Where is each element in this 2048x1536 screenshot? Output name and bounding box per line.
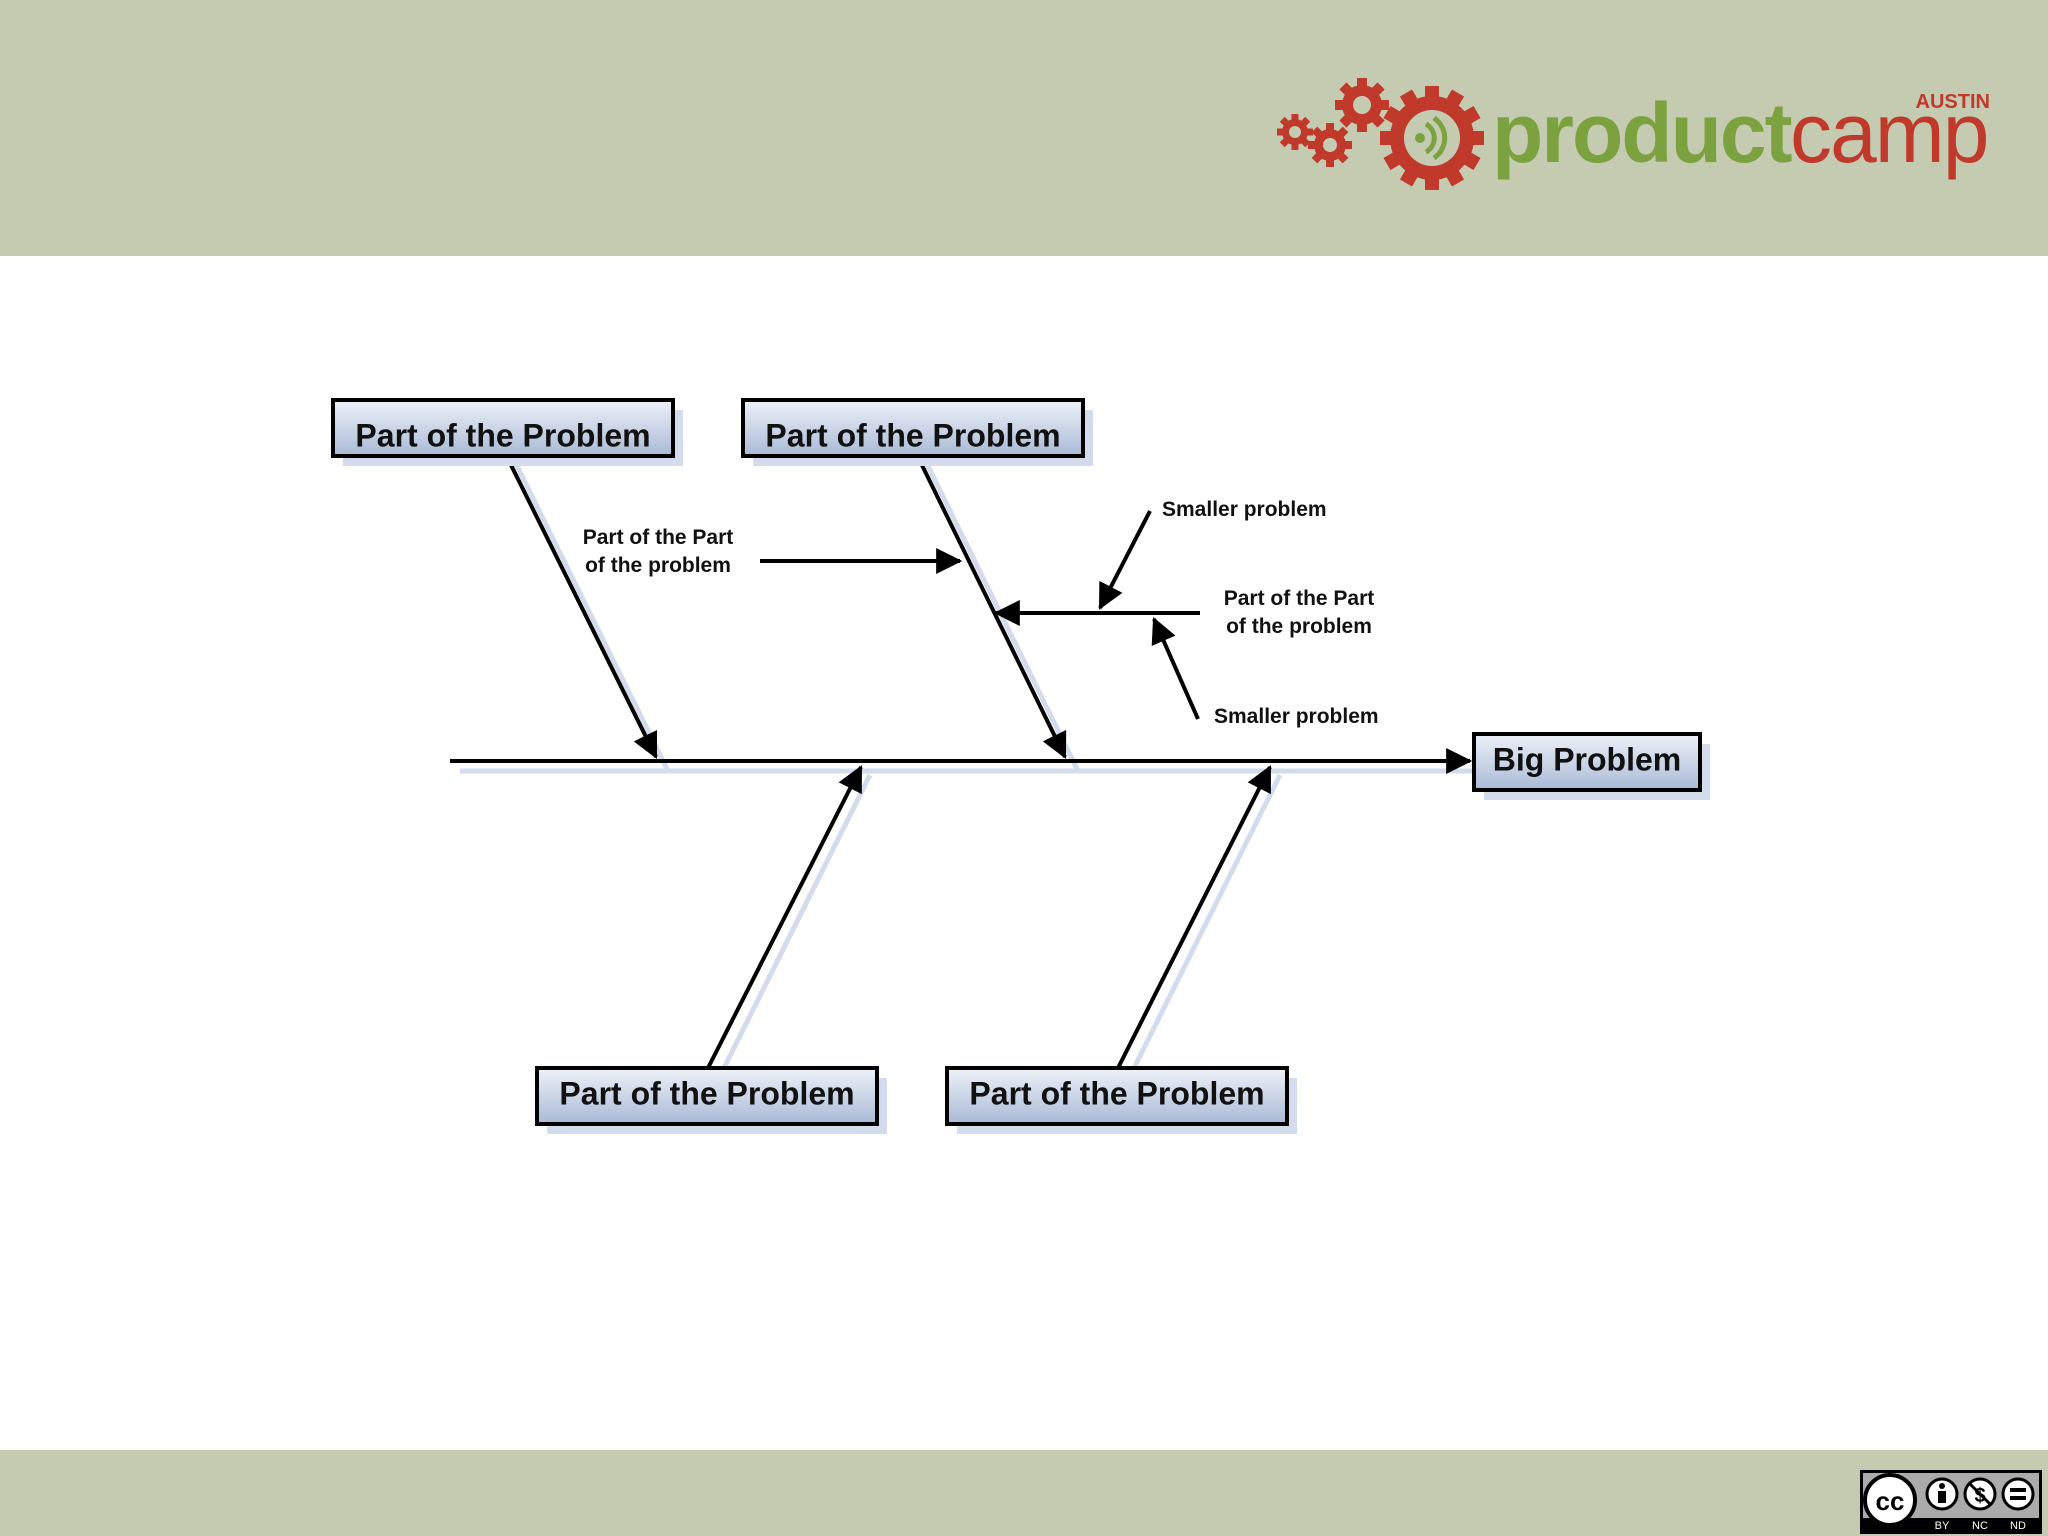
productcamp-logo: product camp AUSTIN	[1277, 78, 1990, 190]
cause-label-1: Part of the Problem	[355, 417, 650, 453]
effect-label: Big Problem	[1493, 741, 1681, 777]
by-icon	[1925, 1477, 1959, 1511]
bone-shadows	[460, 462, 1476, 1078]
cause-label-2: Part of the Problem	[765, 417, 1060, 453]
cause-box-top-middle: Part of the Problem	[741, 398, 1093, 466]
logo-city: AUSTIN	[1916, 91, 1990, 113]
license-label-nd: ND	[2010, 1520, 2026, 1532]
gears-icon	[1277, 78, 1484, 190]
nc-icon: $	[1963, 1477, 1997, 1511]
header-band	[0, 0, 2048, 256]
sub-cause-left-line2: of the problem	[585, 554, 731, 577]
footer-band	[0, 1450, 2048, 1536]
creative-commons-icon: cc $ BY NC ND	[1860, 1470, 2042, 1534]
smaller-problem-top-label: Smaller problem	[1162, 498, 1327, 521]
bone-top-middle	[915, 454, 1067, 759]
sub-cause-right-line2: of the problem	[1226, 615, 1372, 638]
bone-top-left	[504, 454, 658, 759]
cause-box-top-left: Part of the Problem	[331, 398, 683, 466]
cause-box-bottom-right: Part of the Problem	[945, 1066, 1297, 1134]
effect-box: Big Problem	[1472, 732, 1710, 800]
smaller-problem-bottom-label: Smaller problem	[1214, 705, 1379, 728]
bone-bottom-right	[1116, 765, 1272, 1069]
logo-word-camp: camp	[1790, 86, 1987, 180]
logo-word-product: product	[1492, 86, 1792, 180]
sub-cause-left-line1: Part of the Part	[583, 526, 734, 549]
license-label-nc: NC	[1972, 1520, 1988, 1532]
smaller-problem-bottom-arrow	[1151, 617, 1200, 720]
sub-cause-right-line1: Part of the Part	[1224, 587, 1375, 610]
cause-label-3: Part of the Problem	[559, 1075, 854, 1111]
cause-label-4: Part of the Problem	[969, 1075, 1264, 1111]
smaller-problem-top-arrow	[1098, 510, 1152, 610]
nd-icon	[2001, 1477, 2035, 1511]
cc-main-label: cc	[1876, 1486, 1905, 1516]
cause-box-bottom-left: Part of the Problem	[535, 1066, 887, 1134]
license-label-by: BY	[1935, 1520, 1950, 1532]
bone-bottom-left	[706, 765, 863, 1069]
